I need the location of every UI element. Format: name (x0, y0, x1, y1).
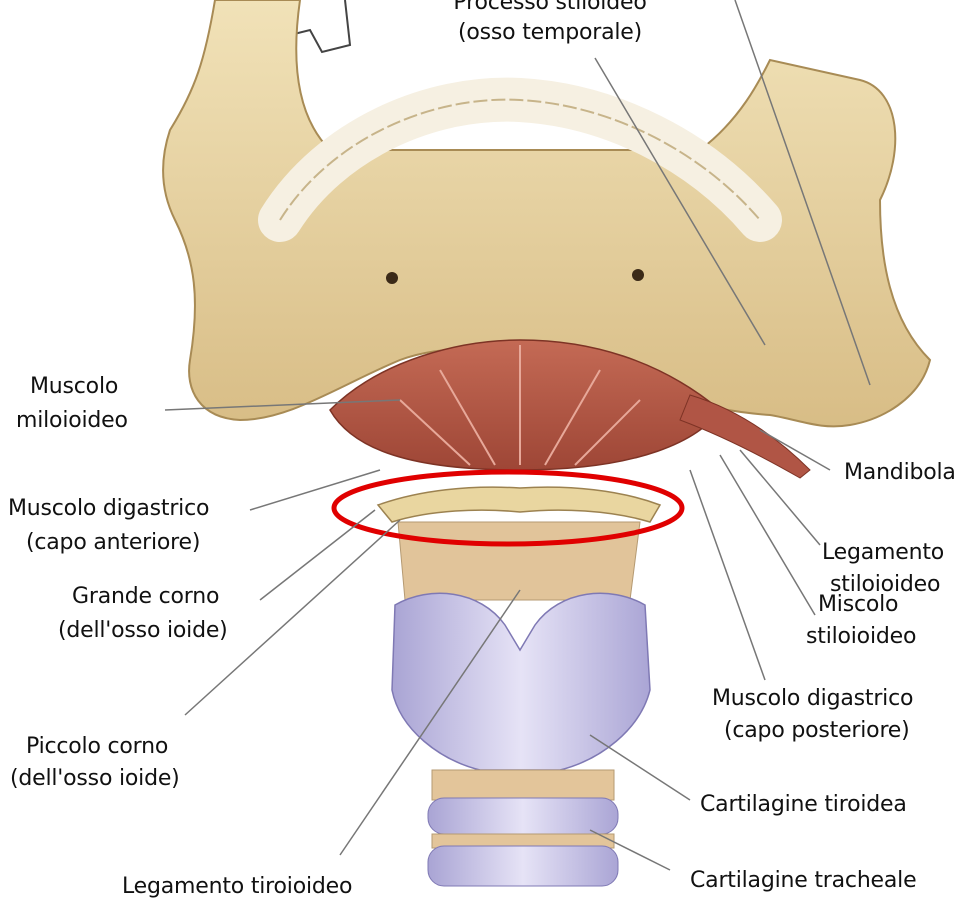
label-cartilagine-tracheale: Cartilagine tracheale (690, 866, 916, 896)
label-muscolo-miloioideo-line1: Muscolo (30, 372, 118, 402)
label-digastrico-anteriore-line1: Muscolo digastrico (8, 494, 209, 524)
label-processo-stiloideo-line2: (osso temporale) (400, 18, 700, 48)
label-miscolo-stiloioideo-line2: stiloioideo (806, 622, 916, 652)
thyrohyoid-membrane (398, 522, 640, 600)
trachea-upper (432, 770, 614, 800)
label-legamento-stiloioideo-line1: Legamento (822, 538, 944, 568)
thyroid-cartilage (392, 593, 650, 770)
label-processo-stiloideo-line1: Processo stiloideo (400, 0, 700, 18)
label-grande-corno-line2: (dell'osso ioide) (58, 616, 228, 646)
tracheal-ring-2 (428, 846, 618, 886)
label-piccolo-corno-line2: (dell'osso ioide) (10, 764, 180, 794)
foramen-right (632, 269, 644, 281)
label-miscolo-stiloioideo-line1: Miscolo (818, 590, 898, 620)
label-muscolo-miloioideo-line2: miloioideo (16, 406, 128, 436)
label-cartilagine-tiroidea: Cartilagine tiroidea (700, 790, 907, 820)
label-digastrico-anteriore-line2: (capo anteriore) (26, 528, 200, 558)
tracheal-ring-1 (428, 798, 618, 834)
label-digastrico-posteriore-line1: Muscolo digastrico (712, 684, 913, 714)
label-mandibola: Mandibola (844, 458, 956, 488)
hyoid-bone (378, 487, 660, 522)
label-grande-corno-line1: Grande corno (72, 582, 219, 612)
label-piccolo-corno-line1: Piccolo corno (26, 732, 168, 762)
label-digastrico-posteriore-line2: (capo posteriore) (724, 716, 910, 746)
label-legamento-tiroioideo: Legamento tiroioideo (122, 872, 352, 902)
foramen-left (386, 272, 398, 284)
